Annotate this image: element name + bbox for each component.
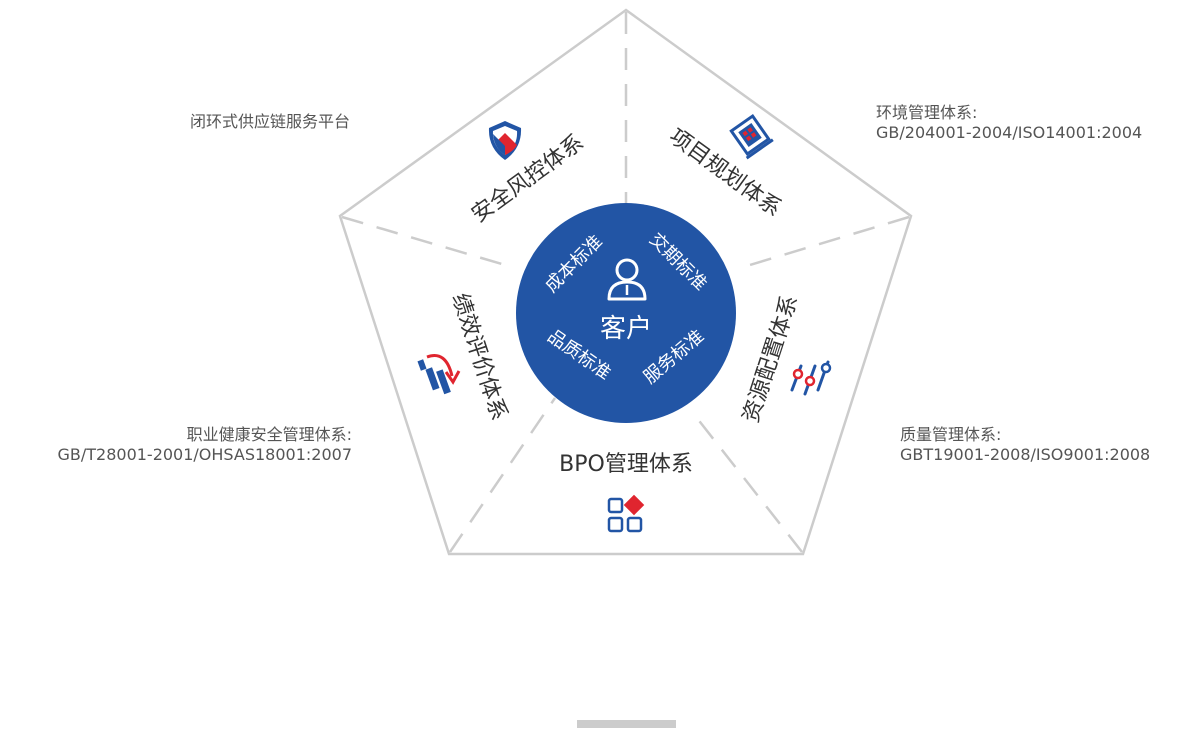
- divider-right: [739, 215, 910, 270]
- segment-label-performance: 绩效评价体系: [447, 290, 512, 423]
- segment-label-safety: 安全风控体系: [467, 130, 588, 228]
- segment-dividers: [341, 12, 910, 553]
- center-circle: [516, 203, 736, 423]
- shield-icon: [488, 121, 522, 160]
- scroll-indicator[interactable]: [577, 720, 676, 728]
- segment-label-bpo: BPO管理体系: [559, 452, 693, 477]
- center-title: 客户: [600, 314, 652, 344]
- divider-left: [341, 215, 513, 269]
- grid-icon: [607, 494, 645, 533]
- note-line: 环境管理体系:: [876, 103, 978, 122]
- note-line: 质量管理体系:: [900, 425, 1002, 444]
- note-health-safety-system: 职业健康安全管理体系: GB/T28001-2001/OHSAS18001:20…: [57, 425, 352, 465]
- note-line: GB/204001-2004/ISO14001:2004: [876, 123, 1143, 142]
- divider-bottom-left: [448, 397, 557, 553]
- note-line: 职业健康安全管理体系:: [186, 425, 352, 444]
- note-environment-system: 环境管理体系: GB/204001-2004/ISO14001:2004: [876, 103, 1142, 143]
- divider-bottom-right: [692, 412, 803, 553]
- project-doc-icon: [729, 113, 774, 160]
- sliders-icon: [790, 360, 832, 396]
- pentagon-outline: [338, 8, 913, 556]
- note-quality-system: 质量管理体系: GBT19001-2008/ISO9001:2008: [900, 425, 1150, 465]
- note-line: GB/T28001-2001/OHSAS18001:2007: [57, 445, 352, 464]
- note-line: GBT19001-2008/ISO9001:2008: [900, 445, 1151, 464]
- note-closed-loop-platform: 闭环式供应链服务平台: [190, 112, 350, 132]
- note-line: 闭环式供应链服务平台: [190, 112, 351, 131]
- segment-label-resource: 资源配置体系: [739, 292, 804, 425]
- performance-chart-icon: [417, 354, 461, 395]
- customer-icon: [607, 258, 647, 301]
